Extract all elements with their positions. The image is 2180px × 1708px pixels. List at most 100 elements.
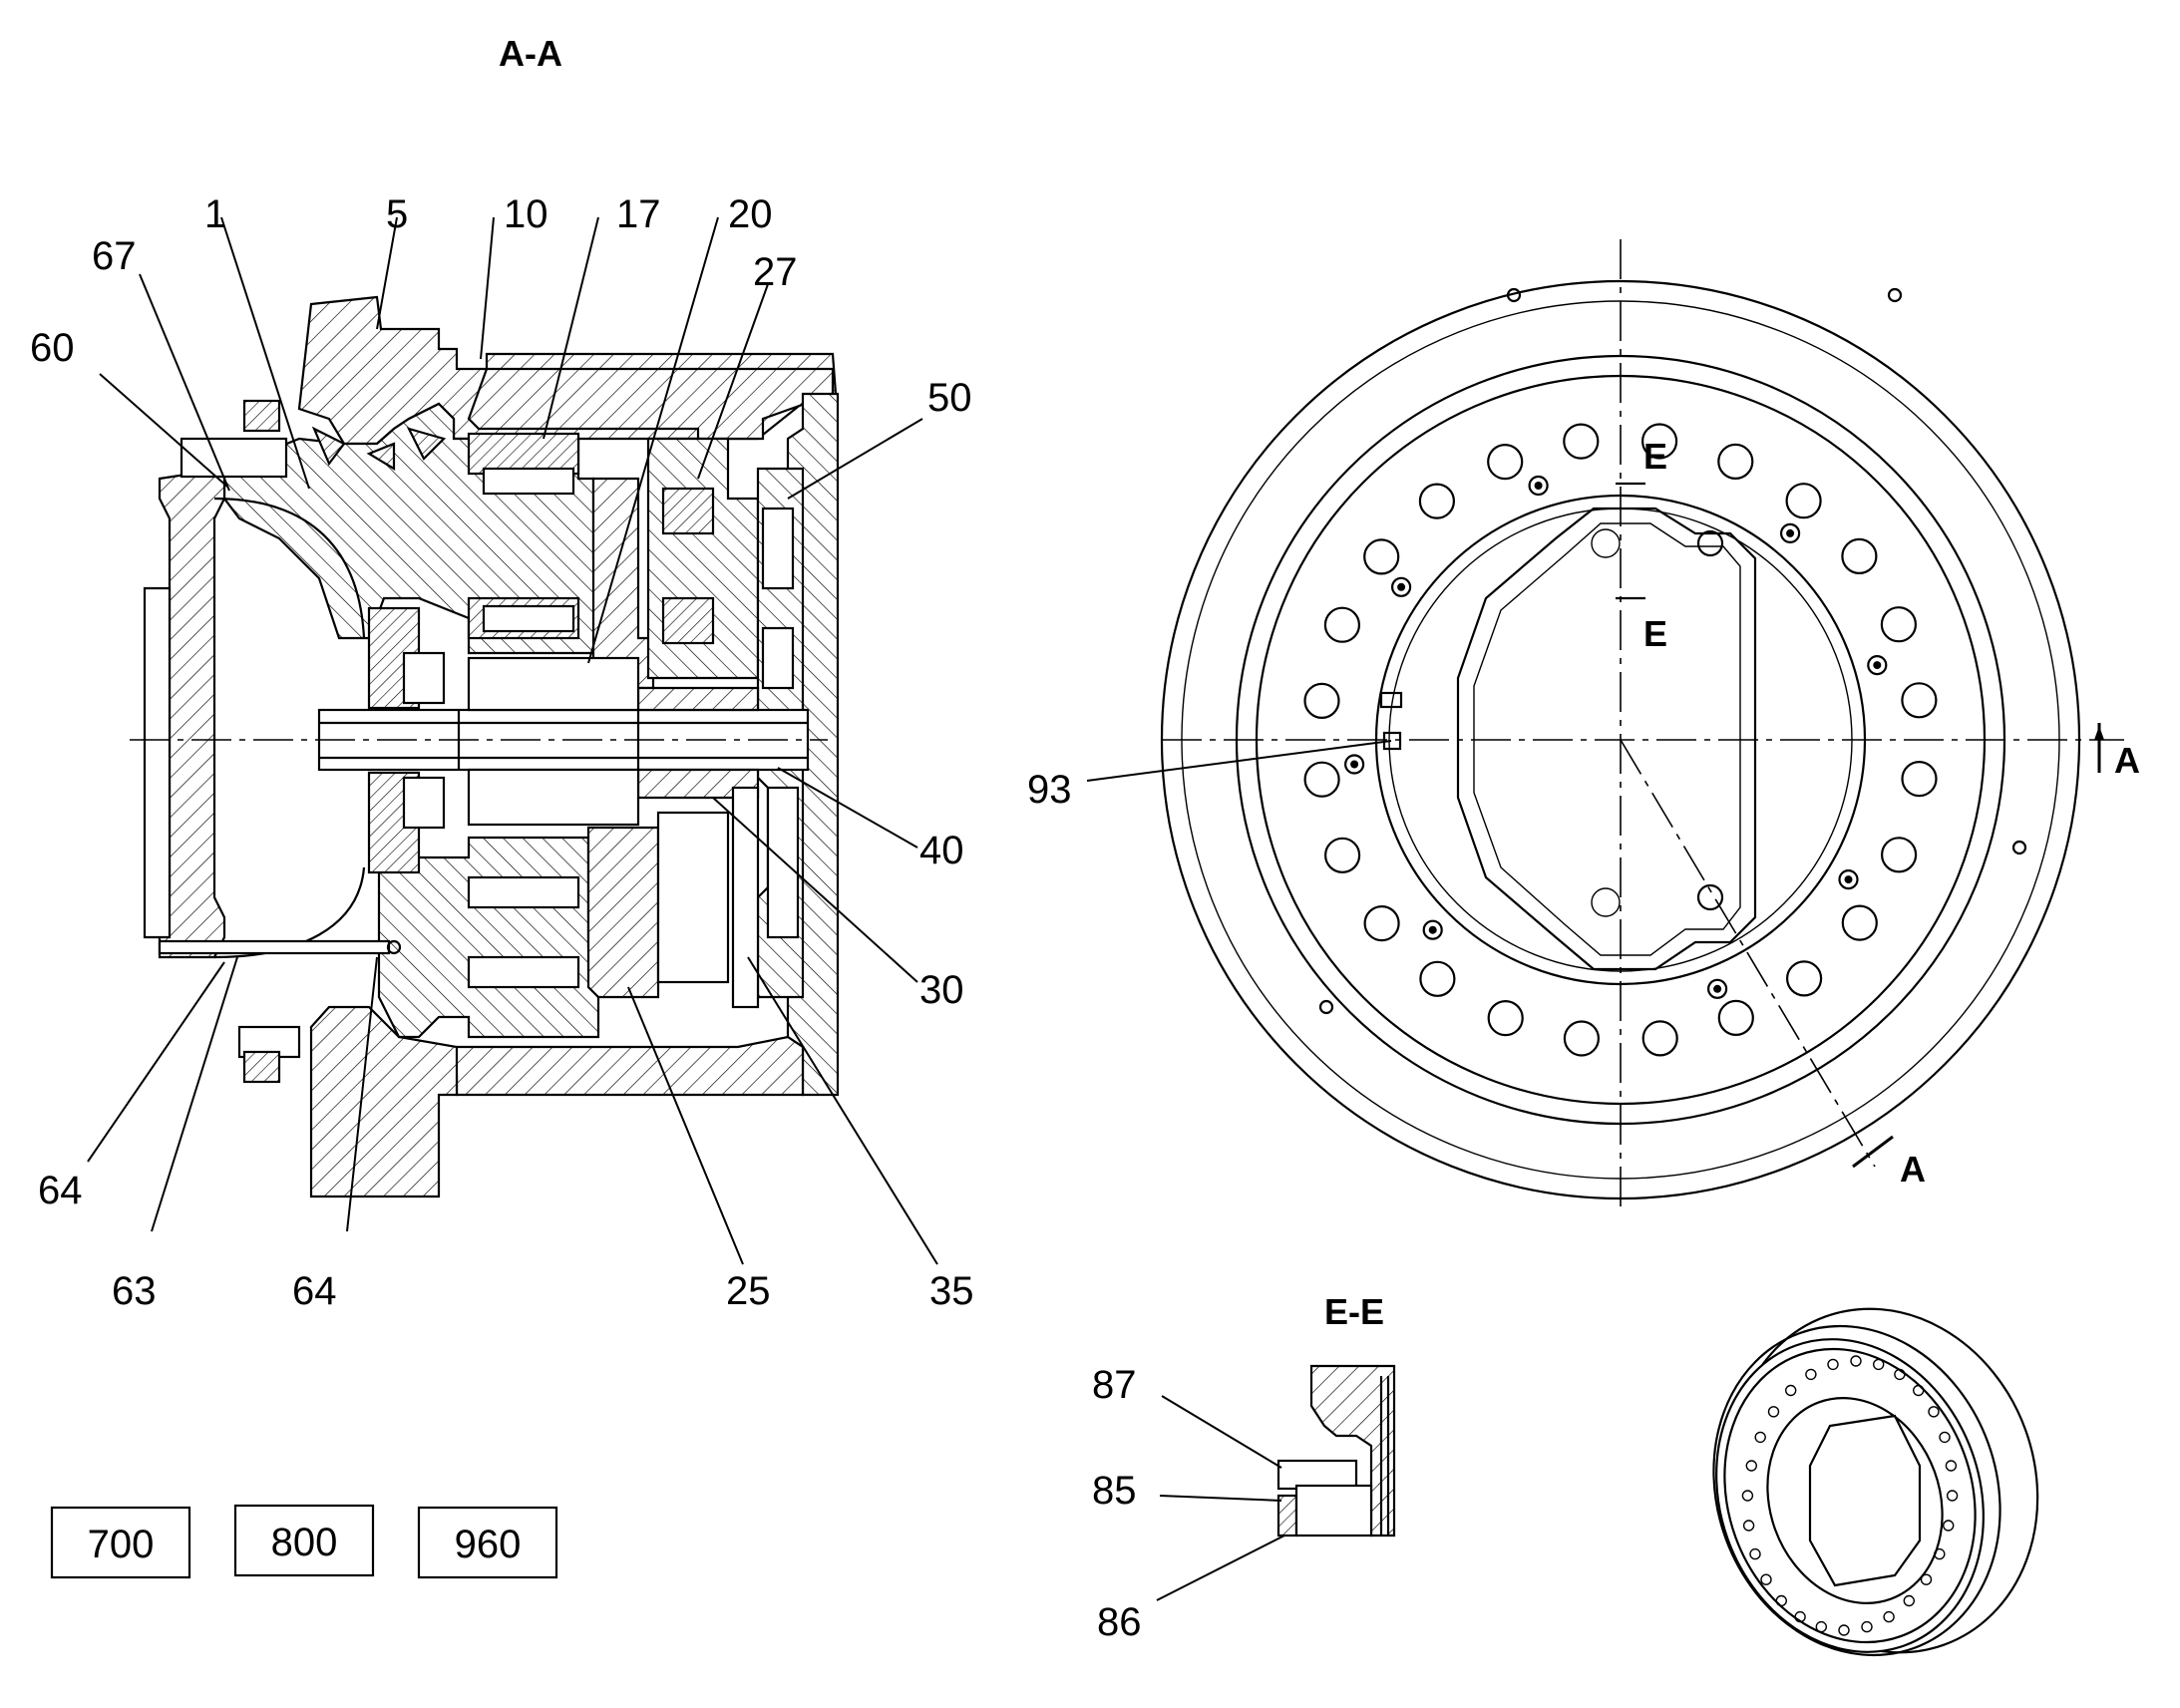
bolt-hole bbox=[1901, 760, 1938, 798]
label-part-87: 87 bbox=[1092, 1363, 1137, 1407]
iso-cover bbox=[1808, 1414, 1922, 1587]
iso-hole bbox=[1767, 1406, 1780, 1418]
leader-93 bbox=[1086, 740, 1392, 782]
iso-hole bbox=[1861, 1620, 1873, 1633]
iso-hole bbox=[1883, 1610, 1895, 1623]
threaded-hole-core bbox=[1534, 482, 1543, 490]
variant-label-800: 800 bbox=[271, 1521, 338, 1564]
arrow-head-a-right bbox=[2094, 726, 2104, 740]
front-centerline-diag bbox=[1620, 739, 1876, 1168]
label-part-86: 86 bbox=[1097, 1600, 1142, 1644]
bolt-hole bbox=[1717, 443, 1754, 480]
iso-hole bbox=[1815, 1620, 1828, 1633]
drain-plug bbox=[386, 939, 402, 955]
section-aa-title: A-A bbox=[499, 33, 562, 74]
bolt-hole bbox=[1640, 423, 1678, 460]
threaded-hole bbox=[1867, 654, 1888, 676]
variant-box-800[interactable] bbox=[233, 1504, 375, 1577]
variant-box-700[interactable] bbox=[50, 1506, 191, 1579]
iso-body-mid bbox=[1712, 1324, 2001, 1657]
isometric-view bbox=[1712, 1307, 2039, 1657]
bolt-hole bbox=[1418, 483, 1456, 519]
iso-hole bbox=[1912, 1384, 1925, 1397]
section-mark-a-bottom: A bbox=[1900, 1149, 1926, 1190]
rim-hole bbox=[1887, 287, 1903, 303]
iso-hole bbox=[1741, 1490, 1754, 1502]
label-part-25: 25 bbox=[726, 1269, 771, 1313]
bolt-hole-ring bbox=[1303, 287, 2027, 1057]
leader-30 bbox=[712, 797, 918, 983]
rim-hole bbox=[1506, 287, 1522, 303]
bolt-hole bbox=[1303, 682, 1340, 720]
iso-hole bbox=[1934, 1547, 1946, 1560]
leader-50 bbox=[787, 418, 923, 500]
iso-hole bbox=[1942, 1520, 1955, 1532]
planet-25 bbox=[586, 826, 660, 999]
bolt-hole bbox=[1717, 999, 1754, 1037]
variant-label-960: 960 bbox=[455, 1523, 522, 1566]
iso-flange-ring bbox=[1723, 1347, 1977, 1644]
threaded-hole-core bbox=[1350, 760, 1359, 769]
planet-pin-lower-2 bbox=[467, 955, 580, 989]
label-part-50: 50 bbox=[927, 376, 972, 420]
bolt-hole bbox=[1785, 483, 1822, 519]
section-aa-view: A-A bbox=[30, 33, 974, 1313]
sun-gear-lower bbox=[467, 768, 640, 827]
ee-bolt-87 bbox=[1276, 1459, 1358, 1491]
iso-hole bbox=[1742, 1520, 1755, 1532]
iso-hole bbox=[1903, 1594, 1916, 1607]
label-part-67: 67 bbox=[92, 234, 137, 278]
iso-hole bbox=[1920, 1573, 1933, 1585]
leader-17 bbox=[543, 216, 599, 440]
bearing-27-lower bbox=[661, 596, 715, 645]
iso-hole bbox=[1946, 1490, 1959, 1502]
hub-curve-lower bbox=[213, 866, 366, 959]
end-cover-bearing-lower bbox=[766, 786, 800, 939]
iso-hole bbox=[1749, 1547, 1761, 1560]
iso-hole bbox=[1805, 1368, 1817, 1381]
leader-67 bbox=[139, 273, 230, 492]
section-mark-a-right: A bbox=[2114, 740, 2140, 781]
variant-box-960[interactable] bbox=[417, 1506, 558, 1579]
label-part-93: 93 bbox=[1027, 768, 1072, 812]
threaded-hole-core bbox=[1873, 661, 1882, 670]
leader-10 bbox=[480, 216, 495, 360]
leader-40 bbox=[777, 767, 918, 849]
bearing-17-upper bbox=[467, 432, 580, 476]
label-part-1: 1 bbox=[204, 192, 226, 236]
bolt-hole bbox=[1841, 904, 1878, 941]
bolt-hole bbox=[1363, 538, 1400, 575]
iso-hole bbox=[1775, 1594, 1788, 1607]
housing-upper bbox=[467, 367, 835, 441]
bolt-hole bbox=[1323, 606, 1361, 643]
drain-tube-63 bbox=[158, 939, 391, 955]
leader-20 bbox=[587, 216, 719, 664]
v-seal-3 bbox=[406, 427, 447, 461]
seal-lower bbox=[242, 1050, 281, 1084]
leader-87 bbox=[1161, 1395, 1282, 1469]
iso-hole bbox=[1784, 1384, 1797, 1397]
section-ee-title: E-E bbox=[1324, 1291, 1384, 1332]
label-part-60: 60 bbox=[30, 326, 75, 370]
sun-gear-upper bbox=[467, 656, 640, 712]
planet-pin-lower-1 bbox=[467, 875, 580, 909]
iso-hole bbox=[1760, 1573, 1772, 1585]
bolt-hole bbox=[1785, 960, 1823, 997]
flange-bolt-upper bbox=[180, 437, 288, 479]
bolt-hole bbox=[1419, 960, 1456, 997]
threaded-hole-core bbox=[1786, 528, 1795, 537]
leader-63 bbox=[151, 956, 238, 1232]
leader-35 bbox=[747, 956, 938, 1265]
leader-64b bbox=[346, 956, 378, 1232]
leader-27 bbox=[697, 283, 769, 480]
bolt-hole bbox=[1563, 1020, 1601, 1057]
bolt-hole bbox=[1323, 837, 1361, 873]
variant-boxes: 700 800 960 bbox=[50, 1504, 558, 1579]
section-mark-e-mid: E bbox=[1643, 613, 1667, 654]
bolt-hole bbox=[1563, 423, 1600, 460]
leader-1 bbox=[220, 216, 310, 490]
needle-bearing-lower bbox=[482, 604, 575, 633]
cover-boss-top bbox=[1591, 528, 1621, 558]
threaded-hole-core bbox=[1844, 875, 1853, 884]
